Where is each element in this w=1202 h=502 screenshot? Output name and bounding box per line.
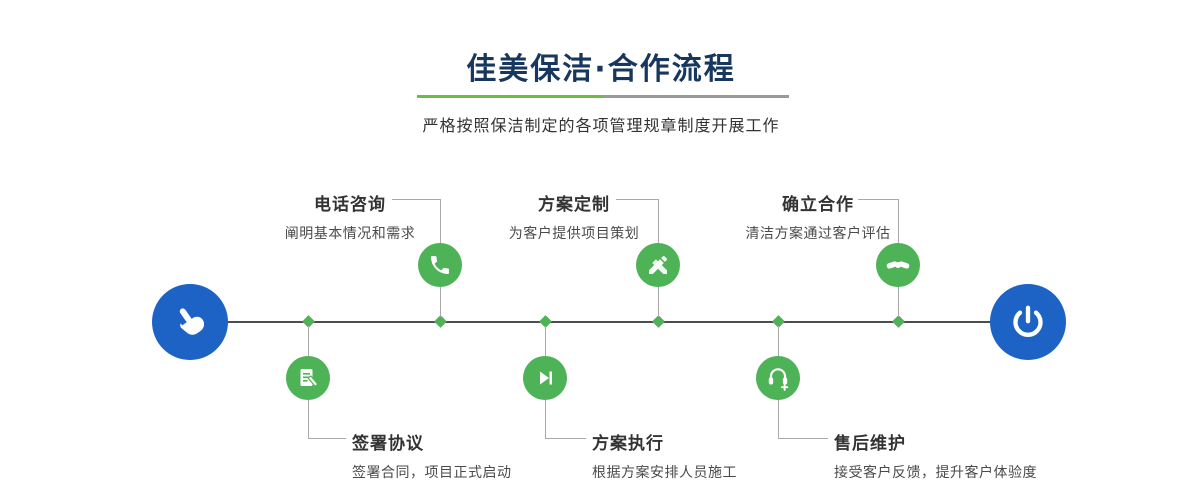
step-circle-handshake — [876, 243, 920, 287]
step-title: 方案执行 — [592, 434, 664, 454]
connector-line — [440, 287, 441, 317]
timeline-start-circle — [152, 284, 228, 360]
timeline-node-diamond — [892, 315, 905, 328]
timeline-end-circle — [990, 284, 1066, 360]
connector-line — [308, 400, 309, 438]
step-label-sign: 签署协议 签署合同，项目正式启动 — [352, 429, 512, 482]
title-divider-green — [417, 95, 603, 98]
step-label-execute: 方案执行 根据方案安排人员施工 — [592, 429, 737, 482]
page-subtitle: 严格按照保洁制定的各项管理规章制度开展工作 — [422, 116, 780, 135]
connector-line — [898, 287, 899, 317]
step-title: 方案定制 — [538, 195, 610, 215]
title-divider-gray — [603, 95, 789, 98]
step-desc: 签署合同，项目正式启动 — [352, 465, 512, 481]
step-circle-phone — [418, 243, 462, 287]
step-label-aftersales: 售后维护 接受客户反馈，提升客户体验度 — [834, 429, 1037, 482]
connector-line — [308, 438, 346, 439]
connector-line — [308, 326, 309, 356]
step-desc: 阐明基本情况和需求 — [284, 226, 416, 242]
connector-line — [545, 438, 586, 439]
step-title: 签署协议 — [352, 434, 424, 454]
connector-line — [658, 287, 659, 317]
timeline-node-diamond — [652, 315, 665, 328]
connector-line — [440, 199, 441, 243]
connector-line — [545, 326, 546, 356]
handshake-icon — [885, 252, 911, 278]
step-label-phone: 电话咨询 阐明基本情况和需求 — [260, 190, 440, 243]
step-circle-execute — [523, 356, 567, 400]
step-label-design: 方案定制 为客户提供项目策划 — [484, 190, 664, 243]
connector-line — [778, 438, 828, 439]
connector-line — [778, 400, 779, 438]
step-desc: 根据方案安排人员施工 — [592, 465, 737, 481]
design-icon — [646, 253, 670, 277]
step-circle-sign — [286, 356, 330, 400]
aftersales-icon — [765, 365, 791, 391]
pointer-hand-icon — [170, 302, 210, 342]
step-desc: 为客户提供项目策划 — [508, 226, 640, 242]
timeline-node-diamond — [434, 315, 447, 328]
step-desc: 接受客户反馈，提升客户体验度 — [834, 465, 1037, 481]
execute-icon — [533, 366, 557, 390]
connector-line — [858, 199, 898, 200]
step-label-handshake: 确立合作 清洁方案通过客户评估 — [728, 190, 908, 243]
connector-line — [545, 400, 546, 438]
sign-icon — [296, 366, 320, 390]
step-title: 确立合作 — [782, 195, 854, 215]
power-icon — [1008, 302, 1048, 342]
phone-icon — [428, 253, 452, 277]
step-title: 售后维护 — [834, 434, 906, 454]
step-circle-aftersales — [756, 356, 800, 400]
connector-line — [898, 199, 899, 243]
connector-line — [658, 199, 659, 243]
page-title: 佳美保洁·合作流程 — [466, 52, 736, 87]
connector-line — [778, 326, 779, 356]
step-title: 电话咨询 — [314, 195, 386, 215]
connector-line — [392, 199, 440, 200]
connector-line — [616, 199, 658, 200]
step-desc: 清洁方案通过客户评估 — [745, 226, 891, 242]
timeline-line — [190, 321, 1028, 323]
step-circle-design — [636, 243, 680, 287]
